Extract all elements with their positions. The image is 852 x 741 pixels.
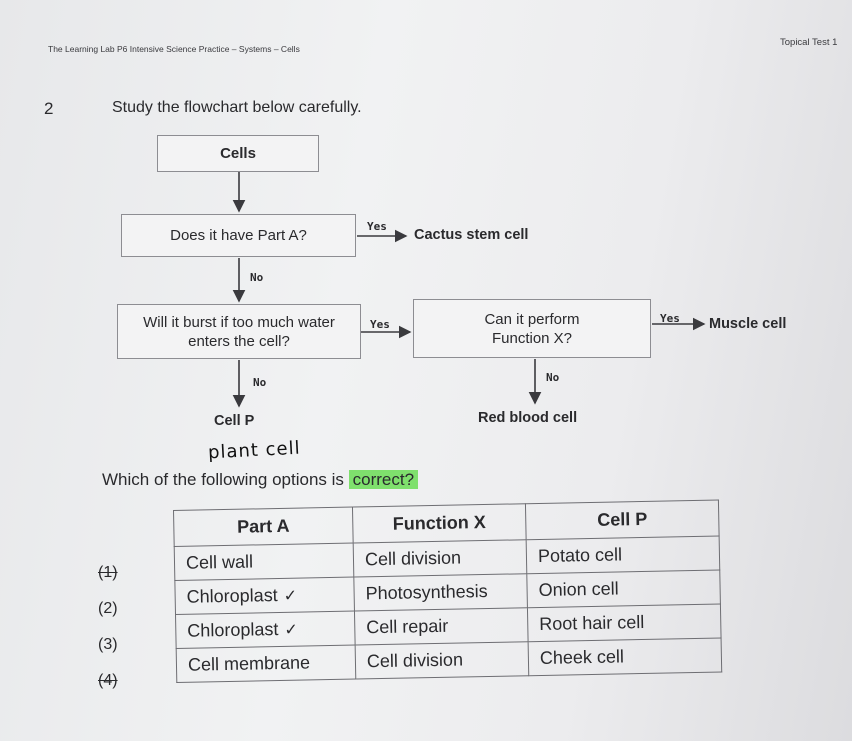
q1-no-label: No [250,271,264,284]
cell-part-a: Chloroplast ✓ [175,611,356,649]
q3-no-label: No [546,371,560,384]
cell-cell-p: Cheek cell [528,638,722,676]
cell-function-x: Cell division [355,641,529,680]
cell-part-a: Cell wall [174,543,354,581]
cell-cell-p: Onion cell [526,570,721,608]
q1-yes-result: Cactus stem cell [414,227,529,243]
options-table: Part A Function X Cell P Cell wall Cell … [173,500,722,683]
cell-part-a: Chloroplast ✓ [174,577,355,615]
q2-yes-label: Yes [370,318,390,331]
question-prompt-text: Which of the following options is [102,470,344,489]
header-cell-p: Cell P [525,500,720,540]
cell-part-a-text: Chloroplast [186,585,278,607]
cell-part-a-text: Cell wall [185,551,254,573]
option-number-2: (2) [98,600,118,617]
cell-cell-p: Potato cell [526,536,720,574]
option-number-1: (1) [98,564,118,581]
cell-part-a-text: Chloroplast [187,619,279,641]
q3-yes-label: Yes [660,312,680,325]
question-text: Study the flowchart below carefully. [112,99,362,116]
cell-part-a-text: Cell membrane [187,652,311,675]
option-number-3: (3) [98,636,118,653]
page-header-left: The Learning Lab P6 Intensive Science Pr… [48,44,300,54]
highlighted-word: correct? [348,470,419,489]
q3-yes-result: Muscle cell [709,316,787,332]
page-header-right: Topical Test 1 [780,37,838,48]
cell-part-a: Cell membrane [176,645,356,683]
cell-function-x: Cell division [353,539,527,578]
question-prompt: Which of the following options is correc… [102,470,419,490]
cell-function-x: Cell repair [354,607,529,646]
header-function-x: Function X [352,503,527,544]
q2-no-result: Cell P [214,413,255,429]
flow-box-part-a: Does it have Part A? [121,214,356,257]
tick-mark: ✓ [283,587,298,605]
q3-no-result: Red blood cell [478,410,578,426]
flow-box-function-x: Can it perform Function X? [413,299,651,358]
option-number-4: (4) [98,672,118,689]
cell-function-x: Photosynthesis [353,573,528,612]
flow-box-burst: Will it burst if too much water enters t… [117,304,361,359]
flow-box-cells: Cells [157,135,319,172]
q1-yes-label: Yes [367,220,387,233]
header-part-a: Part A [173,507,354,547]
tick-mark: ✓ [284,621,298,639]
question-number: 2 [44,99,54,118]
q2-no-label: No [253,376,267,389]
cell-cell-p: Root hair cell [527,604,722,642]
